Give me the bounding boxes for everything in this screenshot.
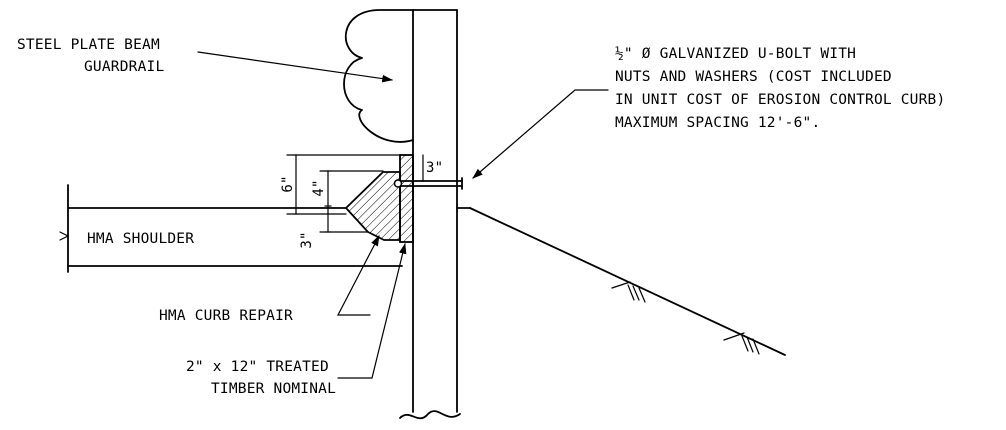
label-hma-shoulder: HMA SHOULDER xyxy=(87,231,194,247)
u-bolt-leader xyxy=(472,89,609,179)
label-timber-line2: TIMBER NOMINAL xyxy=(211,381,336,397)
label-guardrail: GUARDRAIL xyxy=(84,59,164,75)
hma-shoulder xyxy=(59,184,403,273)
dim-6-inch: 6" xyxy=(280,175,296,192)
label-hma-curb-repair: HMA CURB REPAIR xyxy=(159,308,293,324)
u-bolt-nut xyxy=(393,179,403,188)
treated-timber-plank xyxy=(399,154,414,243)
hma-curb-repair-wedge xyxy=(345,171,401,241)
ground-slope xyxy=(456,207,786,356)
label-u-bolt-line3: IN UNIT COST OF EROSION CONTROL CURB) xyxy=(615,92,945,108)
w-beam-guardrail xyxy=(343,9,414,143)
u-bolt xyxy=(393,177,463,190)
dim-3-inch-bolt: 3" xyxy=(426,160,443,176)
dim-3-inch-lower: 3" xyxy=(299,231,315,248)
guardrail-leader xyxy=(197,51,394,83)
label-steel-plate-beam: STEEL PLATE BEAM xyxy=(17,37,160,53)
curb-repair-leader xyxy=(337,235,380,316)
label-u-bolt-line1: ½" Ø GALVANIZED U-BOLT WITH xyxy=(615,46,856,62)
slope-grass-mark-lower xyxy=(723,332,760,355)
slope-grass-mark-upper xyxy=(611,281,646,303)
label-timber-line1: 2" x 12" TREATED xyxy=(186,359,329,375)
label-u-bolt-line2: NUTS AND WASHERS (COST INCLUDED xyxy=(615,69,892,85)
dimension-lines xyxy=(286,154,424,233)
label-u-bolt-line4: MAXIMUM SPACING 12'-6". xyxy=(615,115,820,131)
dim-4-inch: 4" xyxy=(311,179,327,196)
timber-leader xyxy=(337,242,407,379)
